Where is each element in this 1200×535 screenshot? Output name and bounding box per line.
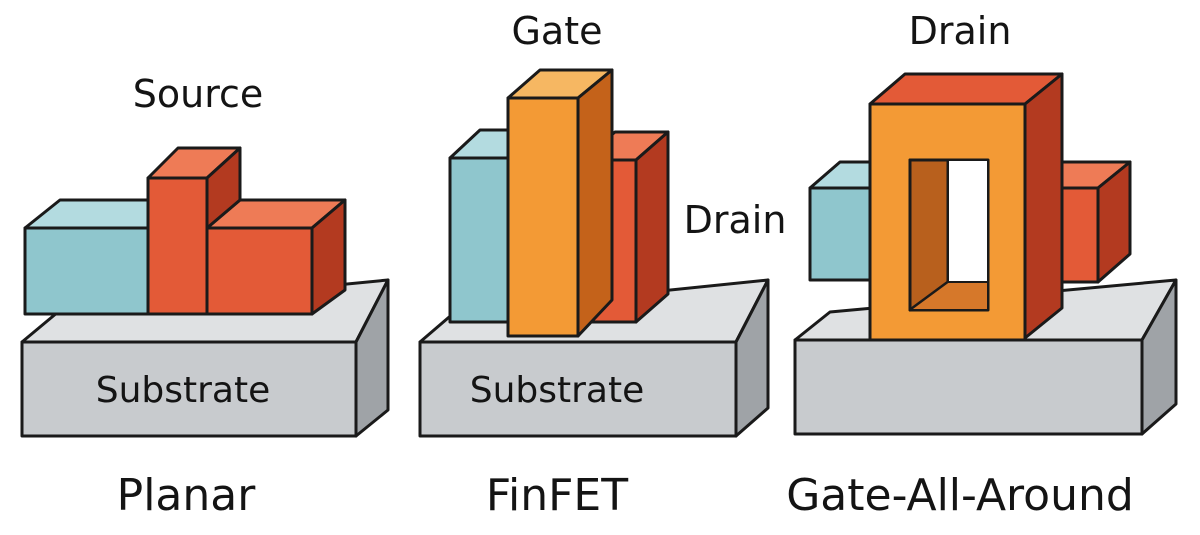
gaa-transistor	[793, 72, 1178, 436]
gate-label: Gate	[511, 9, 602, 53]
finfet-gate-block	[506, 68, 614, 338]
gaa-gate-top	[868, 72, 1064, 340]
caption-finfet: FinFET	[486, 470, 628, 521]
finfet-transistor	[418, 68, 770, 438]
gaa-gate-front	[868, 102, 1027, 342]
finfet-substrate-block	[418, 278, 770, 438]
caption-gate-all-around: Gate-All-Around	[786, 470, 1134, 521]
drain-label-gaa: Drain	[909, 9, 1012, 53]
planar-gate-block	[146, 146, 242, 316]
caption-planar: Planar	[117, 470, 257, 521]
drain-label-finfet: Drain	[684, 198, 787, 242]
planar-transistor	[20, 146, 390, 438]
substrate-label-planar: Substrate	[96, 370, 271, 411]
source-label: Source	[133, 72, 264, 116]
substrate-label-finfet: Substrate	[470, 370, 645, 411]
planar-drain-block	[205, 198, 347, 316]
